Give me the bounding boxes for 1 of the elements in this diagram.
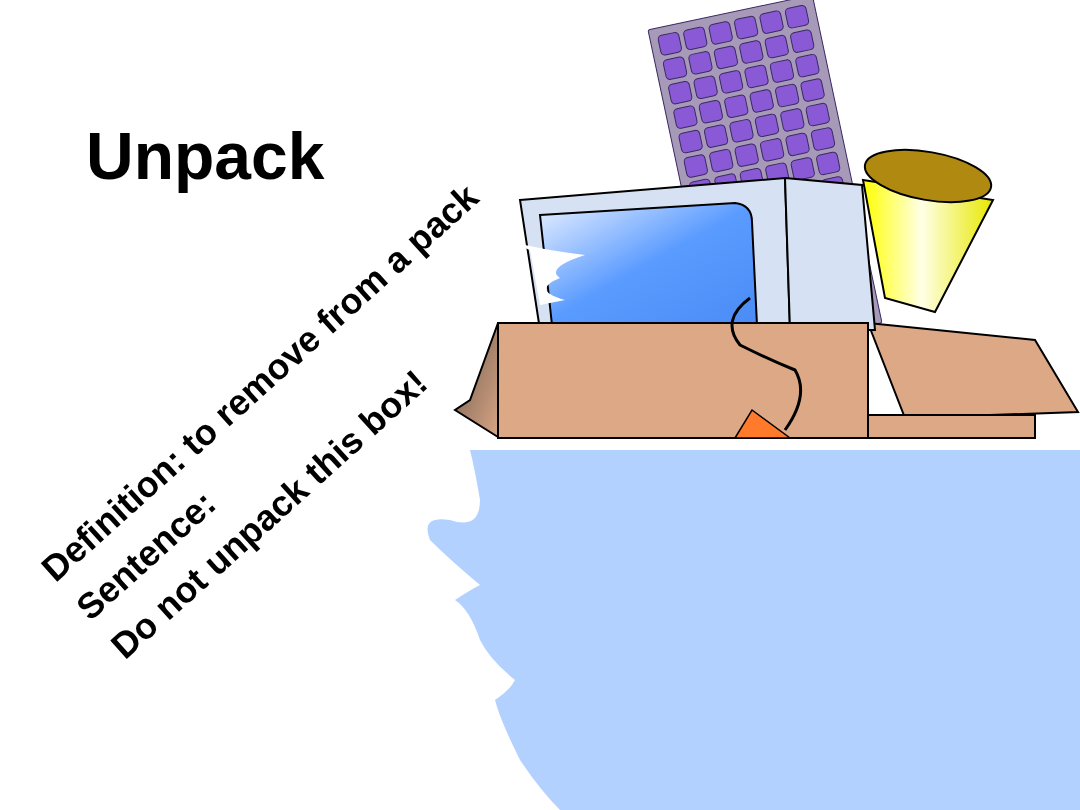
slide-title: Unpack	[86, 118, 325, 194]
